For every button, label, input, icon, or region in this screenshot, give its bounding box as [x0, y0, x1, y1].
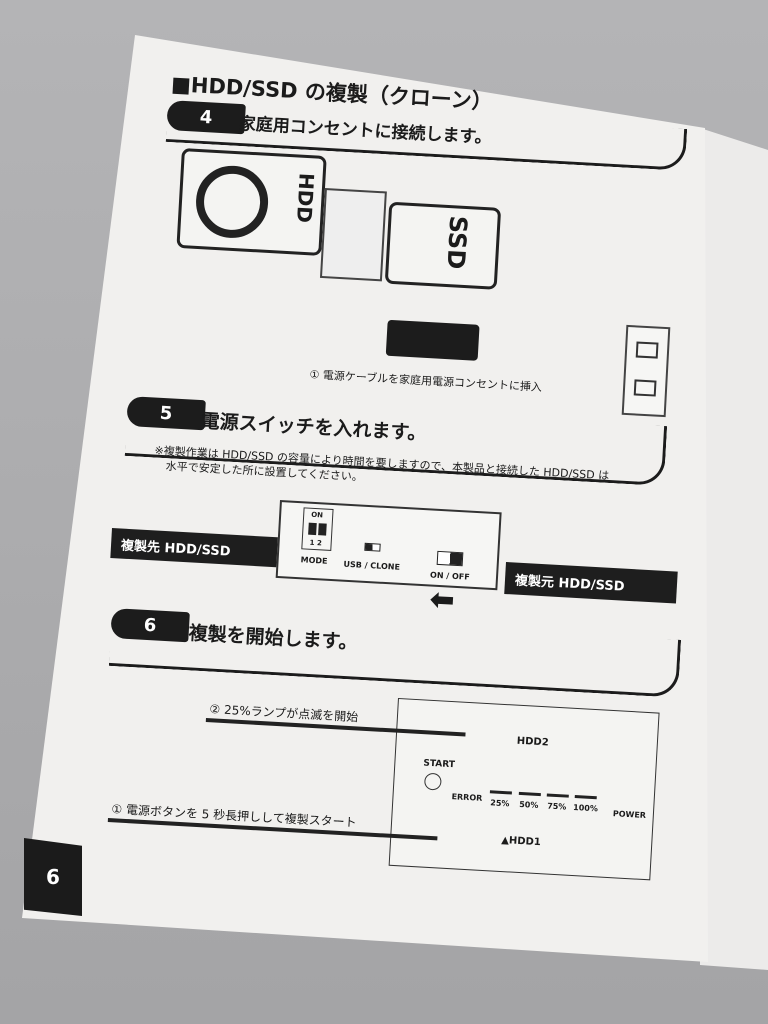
led-100-label: 100% [572, 802, 599, 814]
hdd2-label: HDD2 [516, 735, 549, 749]
start-button[interactable] [423, 772, 442, 791]
clone-dock [319, 188, 387, 282]
led-75-label: 75% [546, 801, 567, 812]
led-25-label: 25% [490, 798, 510, 809]
device-top-panel: HDD2 START ERROR 25% 50% 75% 100% POWER … [388, 698, 660, 881]
error-led-label: ERROR [451, 792, 483, 803]
power-switch[interactable] [436, 550, 464, 567]
power-adapter [385, 319, 480, 361]
mode-label: MODE [300, 555, 328, 566]
switch-panel: ON 1 2 MODE USB / CLONE ON / OFF [275, 500, 502, 591]
hdd1-label: ▲HDD1 [500, 834, 542, 849]
usb-clone-switch[interactable] [364, 542, 381, 552]
ssd-label: SSD [441, 215, 473, 270]
left-arrow-icon: ⬅ [428, 582, 456, 619]
dip-numbers: 1 2 [309, 538, 323, 548]
wall-outlet [621, 324, 671, 418]
page-number: 6 [24, 838, 82, 916]
hdd-label: HDD [292, 172, 319, 224]
usb-clone-label: USB / CLONE [343, 559, 401, 572]
disk-icon [194, 163, 271, 240]
start-label: START [423, 758, 456, 771]
ssd-drive: SSD [384, 201, 502, 290]
mode-dip-switch[interactable]: ON 1 2 [301, 507, 334, 551]
dip-on-label: ON [311, 510, 324, 520]
led-50-label: 50% [518, 799, 539, 810]
on-off-label: ON / OFF [429, 570, 470, 582]
hdd-drive: HDD [176, 148, 327, 256]
power-led-label: POWER [612, 809, 647, 821]
